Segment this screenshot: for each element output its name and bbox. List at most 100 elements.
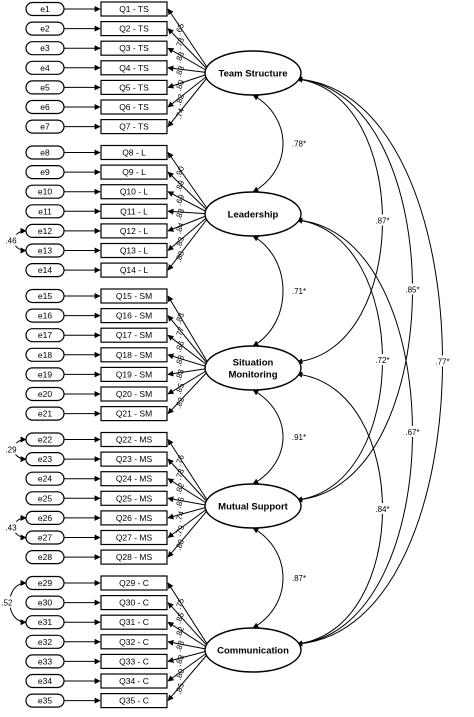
label-bg <box>370 354 395 365</box>
error-node <box>25 673 65 689</box>
item-box <box>100 692 168 709</box>
loading-label: .74 <box>174 106 186 120</box>
loading-path <box>167 72 212 128</box>
error-node <box>25 471 65 486</box>
latent-team-structure <box>204 50 302 96</box>
error-label: e31 <box>38 617 52 627</box>
item-label: Q13 - L <box>120 246 149 256</box>
factor-correlation-label: .85* <box>405 286 419 295</box>
loading-label: .84 <box>174 221 186 235</box>
item-box <box>100 653 168 670</box>
latent-label: Monitoring <box>228 370 277 381</box>
error-node <box>25 575 65 591</box>
item-label: Q21 - SM <box>116 409 152 419</box>
label-bg <box>2 443 20 455</box>
factor-correlation-label: .72* <box>375 356 389 365</box>
item-box <box>100 490 168 506</box>
loading-path <box>167 367 212 415</box>
error-label: e33 <box>38 656 52 666</box>
error-node <box>25 80 65 95</box>
factor-correlation-label: .87* <box>292 574 306 583</box>
loading-path <box>167 621 212 651</box>
error-node <box>25 145 65 160</box>
error-node <box>25 510 65 525</box>
error-node <box>25 406 65 421</box>
error-node <box>25 367 65 382</box>
latent-label: Communication <box>217 646 289 657</box>
item-box <box>100 79 168 96</box>
error-label: e7 <box>40 122 50 132</box>
error-label: e2 <box>40 24 50 34</box>
error-label: e19 <box>38 369 52 379</box>
error-node <box>25 223 65 238</box>
error-node <box>25 60 65 75</box>
label-bg <box>2 521 20 533</box>
error-label: e8 <box>40 148 50 158</box>
error-label: e29 <box>38 578 52 588</box>
loading-label: .88 <box>174 249 186 263</box>
item-box <box>100 203 168 219</box>
loading-label: .73 <box>174 36 186 50</box>
loading-path <box>167 72 212 89</box>
item-label: Q23 - MS <box>116 454 153 464</box>
loading-path <box>167 649 212 663</box>
error-node <box>25 165 65 180</box>
error-label: e34 <box>38 676 52 686</box>
error-label: e35 <box>38 696 52 706</box>
error-label: e10 <box>38 187 52 197</box>
loading-label: .88 <box>174 653 186 667</box>
error-label: e1 <box>40 4 50 14</box>
item-label: Q33 - C <box>119 656 149 666</box>
item-label: Q16 - SM <box>116 311 152 321</box>
error-covariance-label: .43 <box>5 524 17 533</box>
loading-path <box>167 649 212 682</box>
item-label: Q30 - C <box>119 598 149 608</box>
item-label: Q34 - C <box>119 676 149 686</box>
error-node <box>25 184 65 199</box>
error-node <box>25 119 65 134</box>
loading-path <box>167 496 212 507</box>
item-box <box>100 242 168 259</box>
loading-path <box>167 334 212 369</box>
item-box <box>100 308 168 324</box>
item-box <box>100 451 168 467</box>
loading-path <box>167 213 212 271</box>
error-label: e15 <box>38 291 52 301</box>
factor-correlation <box>296 371 383 647</box>
factor-correlations: .78*.87*.85*.77*.71*.72*.67*.91*.84*.87* <box>252 76 455 647</box>
loading-path <box>167 28 212 74</box>
item-label: Q35 - C <box>119 696 149 706</box>
loading-label: .73 <box>174 467 186 481</box>
factor-correlation <box>252 94 284 193</box>
factor-correlation <box>296 76 383 365</box>
loading-label: .76 <box>174 453 186 467</box>
item-label: Q25 - MS <box>116 493 153 503</box>
latent-label: Leadership <box>228 210 279 221</box>
loading-label: .89 <box>174 179 186 193</box>
item-box <box>100 673 168 689</box>
error-node <box>25 328 65 343</box>
loading-label: .65 <box>174 22 186 36</box>
item-label: Q17 - SM <box>116 330 152 340</box>
loading-path <box>167 72 212 108</box>
item-box <box>100 594 168 611</box>
item-label: Q26 - MS <box>116 513 153 523</box>
item-box <box>100 118 168 135</box>
error-node <box>25 1 65 17</box>
loading-path <box>167 438 212 507</box>
loading-label: .86 <box>174 495 186 509</box>
error-label: e22 <box>38 435 52 445</box>
loading-label: .86 <box>174 339 186 353</box>
loading-path <box>167 171 212 215</box>
item-label: Q8 - L <box>122 148 146 158</box>
loading-label: .79 <box>174 524 186 538</box>
item-box <box>100 327 168 343</box>
error-label: e21 <box>38 409 52 419</box>
item-label: Q9 - L <box>122 167 146 177</box>
item-label: Q4 - TS <box>119 63 149 73</box>
item-box <box>100 366 168 382</box>
error-label: e32 <box>38 637 52 647</box>
latent-label: Team Structure <box>219 69 288 80</box>
error-node <box>25 243 65 258</box>
